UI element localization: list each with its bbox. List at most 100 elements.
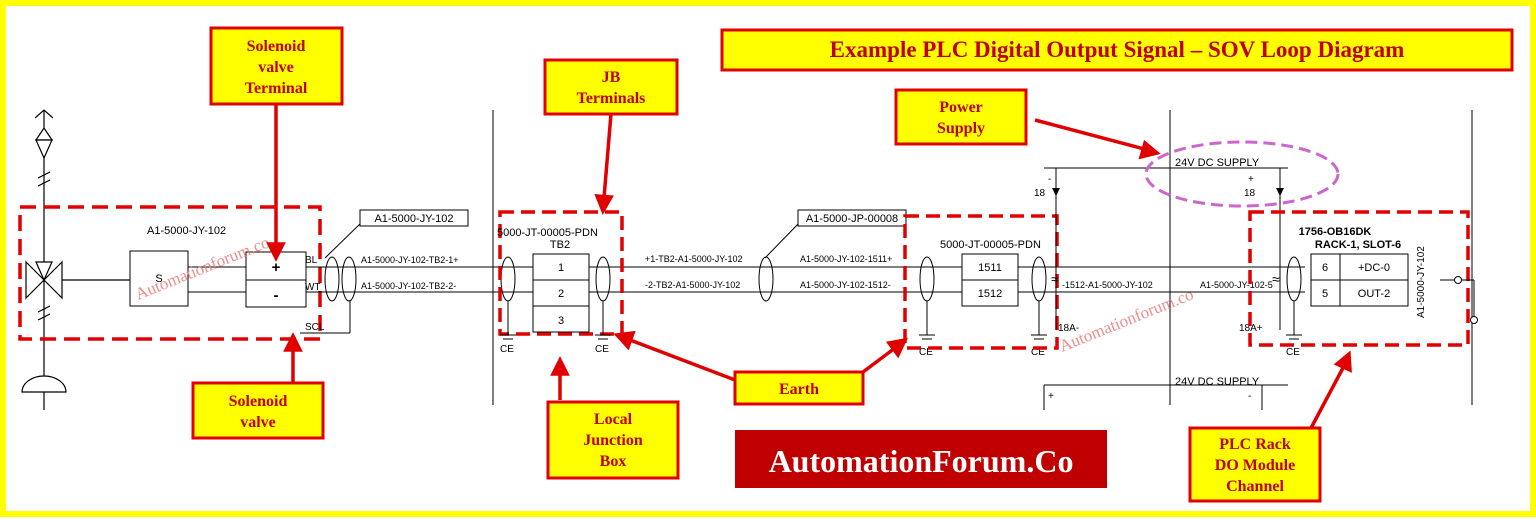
main-wires — [300, 266, 1305, 334]
callout-ljb-line-3: Box — [600, 453, 627, 470]
earth-label-1: CE — [500, 344, 514, 355]
callout-power-line-2: Supply — [937, 120, 985, 137]
plc-row-1-name: +DC-0 — [1358, 262, 1390, 274]
plc-slot: RACK-1, SLOT-6 — [1315, 239, 1401, 251]
plc-dashed-box — [1248, 210, 1470, 347]
earth-label-2: CE — [595, 344, 609, 355]
callout-power-line-1: Power — [939, 99, 983, 116]
mid-left-1: +1-TB2-A1-5000-JY-102 — [645, 254, 742, 264]
field-tag: A1-5000-JY-102 — [147, 225, 226, 237]
earth-symbols — [500, 301, 1302, 340]
mid-left-2: -2-TB2-A1-5000-JY-102 — [645, 280, 740, 290]
callout-earth-label: Earth — [779, 381, 819, 398]
label-18a-plus: 18A+ — [1239, 323, 1263, 334]
multi-cable-leader — [764, 221, 801, 259]
callout-jb-line-2: Terminals — [577, 90, 646, 107]
field-cable-leader — [324, 221, 363, 259]
brand-text: AutomationForum.Co — [769, 443, 1074, 479]
plc-vertical-tag: A1-5000-JY-102 — [1416, 246, 1427, 318]
field-wire-1: A1-5000-JY-102-TB2-1+ — [361, 255, 458, 265]
watermark-2: Automationforum.co — [1056, 285, 1196, 356]
jb-terminal-1-box — [532, 253, 590, 281]
callout-sv-line-1: Solenoid — [229, 393, 288, 410]
callout-jb-terminals: JB Terminals — [543, 58, 679, 116]
valve-symbol — [21, 109, 130, 410]
callout-arrows — [266, 105, 1352, 431]
field-cable-tag: A1-5000-JY-102 — [374, 213, 453, 225]
callout-plc-line-3: Channel — [1226, 478, 1284, 495]
jb-terminal-3: 3 — [558, 315, 564, 327]
plc-row-1-num: 6 — [1322, 262, 1328, 274]
callout-plc-line-1: PLC Rack — [1219, 436, 1291, 453]
power-supply-ellipse — [1144, 140, 1340, 208]
callout-plc-rack: PLC Rack DO Module Channel — [1188, 426, 1322, 503]
field-wire-2: A1-5000-JY-102-TB2-2- — [361, 281, 456, 291]
jb-strip: TB2 — [550, 239, 570, 251]
jb-terminal-2: 2 — [558, 288, 564, 300]
field-cable-tag-box — [359, 209, 469, 227]
marshalling-dashed-box — [903, 214, 1059, 350]
jb-dashed-box — [498, 210, 624, 336]
marshalling-terminal-1-box — [961, 253, 1019, 281]
wire-label-scl: SCL — [305, 322, 325, 333]
earth-label-4: CE — [1031, 347, 1045, 358]
wire-label-bl: BL — [305, 255, 318, 266]
callout-title: Example PLC Digital Output Signal – SOV … — [720, 28, 1514, 72]
plc-module: 1756-OB16DK — [1299, 226, 1372, 238]
jb-terminal-3-box — [532, 305, 590, 333]
bottom-plus: + — [1048, 391, 1054, 402]
brand-banner: AutomationForum.Co — [735, 430, 1107, 488]
solenoid-dashed-box — [18, 205, 322, 341]
multi-cable-tag-box — [797, 209, 907, 227]
label-18a-minus: 18A- — [1058, 323, 1079, 334]
callout-sov-terminal-line-1: Solenoid — [247, 38, 306, 55]
jb-terminal-1: 1 — [558, 262, 564, 274]
arrow-left-18 — [1052, 188, 1060, 196]
bottom-minus: - — [1248, 391, 1251, 402]
wire-break-2: ≈ — [1272, 271, 1280, 287]
plc-output-contact — [1440, 276, 1478, 324]
multi-cable-tag: A1-5000-JP-00008 — [806, 213, 898, 225]
earth-label-5: CE — [1286, 347, 1300, 358]
mid-right-2: A1-5000-JY-102-1512- — [800, 280, 891, 290]
sov-minus: - — [274, 287, 279, 304]
plc-row-2-name: OUT-2 — [1358, 288, 1390, 300]
callout-ljb-line-2: Junction — [583, 432, 643, 449]
power-left-18: 18 — [1034, 188, 1046, 199]
solenoid-box — [129, 250, 189, 307]
marshalling-tag: 5000-JT-00005-PDN — [940, 239, 1041, 251]
sys-wire-2: A1-5000-JY-102-5 — [1200, 280, 1273, 290]
sov-plus: + — [272, 259, 281, 276]
marshalling-terminal-1: 1511 — [978, 262, 1002, 274]
supply-bottom-label: 24V DC SUPPLY — [1175, 376, 1260, 388]
callout-solenoid-valve: Solenoid valve — [191, 381, 325, 440]
wire-break-1: ≈ — [1051, 271, 1059, 287]
jb-tag: 5000-JT-00005-PDN — [497, 227, 598, 239]
callout-power-supply: Power Supply — [894, 88, 1028, 146]
arrow-right-18 — [1276, 188, 1284, 196]
plc-row-2-num: 5 — [1322, 288, 1328, 300]
callout-sv-line-2: valve — [240, 414, 276, 431]
callout-sov-terminal-line-3: Terminal — [245, 80, 308, 97]
page-title: Example PLC Digital Output Signal – SOV … — [830, 37, 1405, 62]
earth-label-3: CE — [919, 347, 933, 358]
wire-label-wt: WT — [305, 282, 321, 293]
callout-earth: Earth — [733, 370, 865, 406]
mid-right-1: A1-5000-JY-102-1511+ — [800, 254, 892, 264]
power-right-18: 18 — [1244, 188, 1256, 199]
callout-sov-terminal-line-2: valve — [258, 59, 294, 76]
power-plus: + — [1248, 174, 1254, 185]
callout-sov-terminal: Solenoid valve Terminal — [209, 26, 344, 106]
marshalling-terminal-2-box — [961, 279, 1019, 307]
sys-wire-1: -1512-A1-5000-JY-102 — [1062, 280, 1153, 290]
callout-jb-line-1: JB — [602, 69, 621, 86]
solenoid-letter: S — [155, 273, 162, 285]
supply-top-label: 24V DC SUPPLY — [1175, 157, 1260, 169]
callout-ljb-line-1: Local — [594, 411, 633, 428]
power-minus: - — [1048, 174, 1051, 185]
callout-plc-line-2: DO Module — [1215, 457, 1295, 474]
marshalling-terminal-2: 1512 — [978, 288, 1002, 300]
